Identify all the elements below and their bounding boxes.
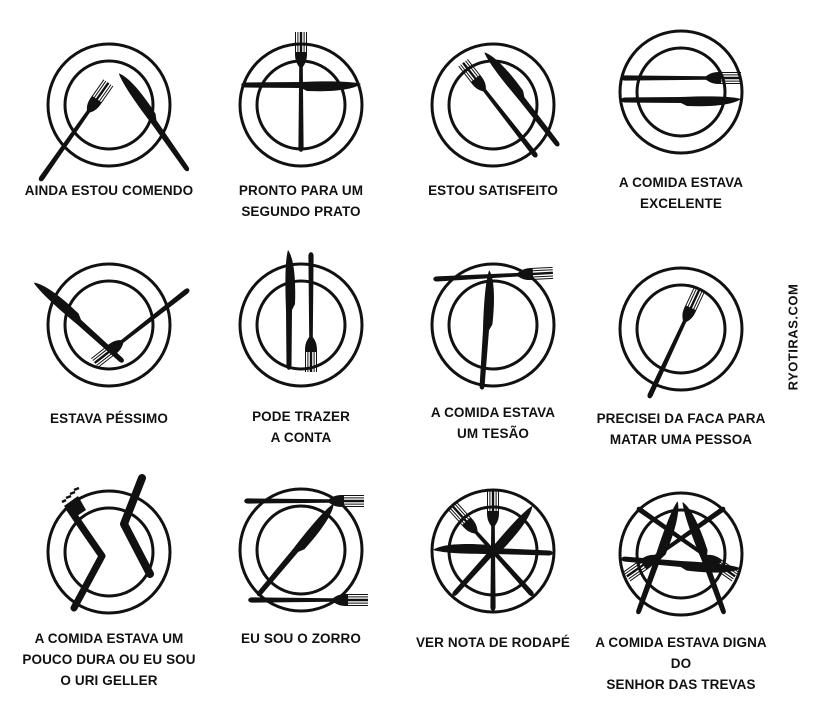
asterisk-cutlery-icon (430, 488, 556, 614)
caption: ESTAVA PÉSSIMO (50, 411, 168, 426)
caption: PRONTO PARA UM SEGUNDO PRATO (238, 183, 364, 219)
etiquette-item-11: VER NOTA DE RODAPÉ (398, 470, 588, 700)
etiquette-item-3: ESTOU SATISFEITO (398, 22, 588, 252)
fork-only-icon (618, 266, 744, 401)
fork-knife-horizontal-icon (618, 29, 744, 155)
caption: VER NOTA DE RODAPÉ (415, 635, 571, 650)
etiquette-item-7: A COMIDA ESTAVA UM TESÃO (398, 248, 588, 478)
pentagram-cutlery-icon (618, 491, 744, 617)
zorro-z-cutlery-icon (238, 487, 368, 613)
fork-knife-vertical-icon (238, 250, 364, 388)
watermark: RYOTIRAS.COM (782, 284, 804, 391)
etiquette-item-4: A COMIDA ESTAVA EXCELENTE (586, 22, 776, 252)
caption: A COMIDA ESTAVA UM POUCO DURA OU EU SOU … (22, 631, 196, 688)
caption: PODE TRAZER A CONTA (252, 409, 350, 445)
etiquette-item-12: A COMIDA ESTAVA DIGNA DO SENHOR DAS TREV… (586, 470, 776, 700)
fork-knife-cross-icon (238, 32, 364, 168)
etiquette-item-2: PRONTO PARA UM SEGUNDO PRATO (206, 22, 396, 252)
caption: EU SOU O ZORRO (241, 631, 361, 646)
etiquette-item-10: EU SOU O ZORRO (206, 470, 396, 700)
etiquette-item-5: ESTAVA PÉSSIMO (14, 248, 204, 478)
etiquette-item-6: PODE TRAZER A CONTA (206, 248, 396, 478)
caption: AINDA ESTOU COMENDO (24, 183, 194, 198)
etiquette-item-1: AINDA ESTOU COMENDO (14, 22, 204, 252)
etiquette-item-8: PRECISEI DA FACA PARA MATAR UMA PESSOA (586, 248, 776, 478)
fork-knife-v-icon (32, 262, 193, 388)
bent-cutlery-icon (46, 474, 172, 615)
fork-knife-resting-icon (34, 42, 194, 182)
caption: ESTOU SATISFEITO (428, 183, 558, 198)
fork-knife-t-shape-icon (430, 262, 556, 391)
fork-knife-parallel-icon (430, 42, 564, 168)
caption: A COMIDA ESTAVA EXCELENTE (618, 175, 744, 211)
caption: PRECISEI DA FACA PARA MATAR UMA PESSOA (596, 411, 766, 447)
etiquette-item-9: A COMIDA ESTAVA UM POUCO DURA OU EU SOU … (14, 470, 204, 700)
caption: A COMIDA ESTAVA UM TESÃO (430, 405, 556, 441)
caption: A COMIDA ESTAVA DIGNA DO SENHOR DAS TREV… (595, 635, 767, 692)
watermark-text: RYOTIRAS.COM (785, 283, 801, 391)
